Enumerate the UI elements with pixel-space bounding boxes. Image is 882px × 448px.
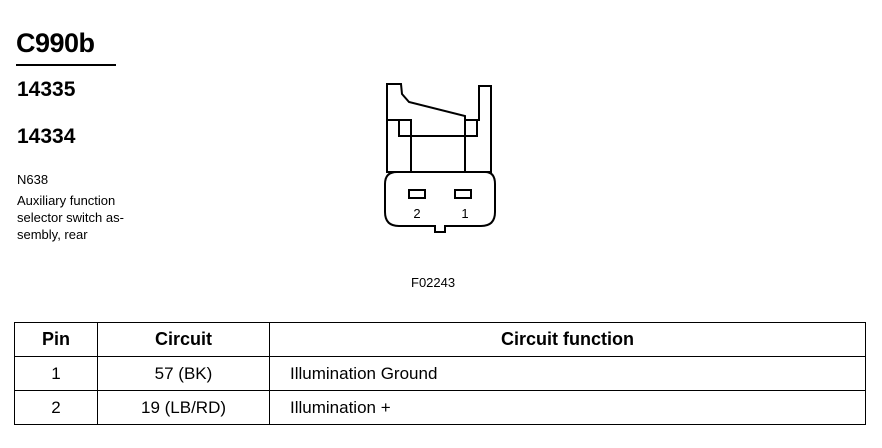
pin-cell: 2 — [14, 390, 98, 425]
title-underline — [16, 64, 116, 66]
table-row: 2 19 (LB/RD) Illumination + — [14, 390, 866, 425]
connector-latch-tab-right — [464, 119, 478, 137]
connector-mating-face — [384, 171, 496, 233]
pin-1-cavity — [454, 189, 472, 199]
component-description: Auxiliary function selector switch as- s… — [17, 192, 157, 243]
part-number-1: 14335 — [17, 78, 76, 101]
header-circuit: Circuit — [97, 322, 270, 357]
header-circuit-function: Circuit function — [269, 322, 866, 357]
description-line: Auxiliary function — [17, 193, 116, 208]
pinout-table: Pin Circuit Circuit function 1 57 (BK) I… — [14, 322, 866, 425]
connector-id: C990b — [16, 28, 95, 58]
description-line: sembly, rear — [17, 227, 88, 242]
header-pin: Pin — [14, 322, 98, 357]
circuit-cell: 19 (LB/RD) — [97, 390, 270, 425]
circuit-cell: 57 (BK) — [97, 356, 270, 391]
pin-2-cavity — [408, 189, 426, 199]
table-row: 1 57 (BK) Illumination Ground — [14, 356, 866, 391]
connector-face-diagram: 2 1 — [384, 83, 496, 233]
table-header-row: Pin Circuit Circuit function — [14, 322, 866, 357]
part-number-2: 14334 — [17, 125, 76, 148]
connector-latch-tab-left — [398, 119, 412, 137]
connector-housing-top — [386, 83, 492, 173]
figure-id: F02243 — [411, 275, 456, 290]
description-line: selector switch as- — [17, 210, 124, 225]
pin-cell: 1 — [14, 356, 98, 391]
function-cell: Illumination + — [269, 390, 866, 425]
pin-2-label: 2 — [413, 206, 420, 221]
component-code: N638 — [17, 172, 49, 187]
pin-1-label: 1 — [461, 206, 468, 221]
function-cell: Illumination Ground — [269, 356, 866, 391]
